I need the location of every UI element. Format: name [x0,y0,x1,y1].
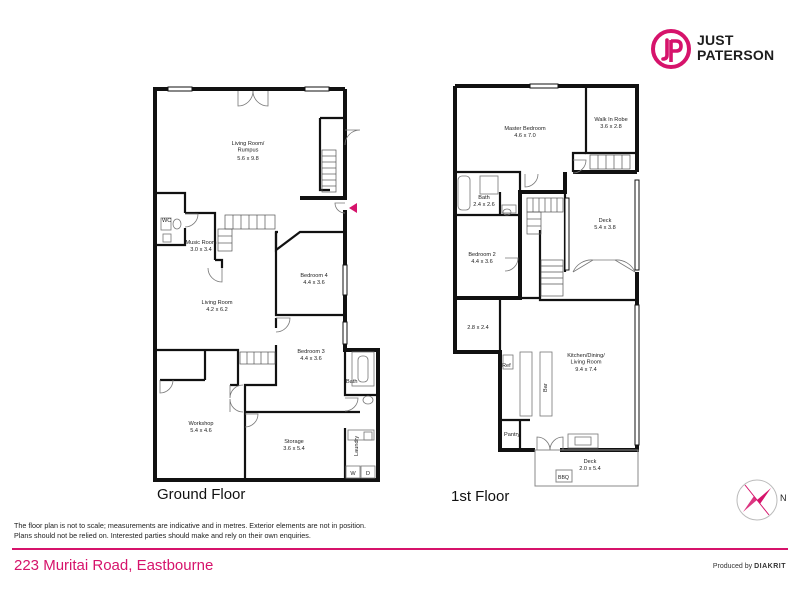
disclaimer-line2: Plans should not be relied on. Intereste… [14,531,311,540]
room-name-f8: Bar [543,383,549,392]
first-floor-title: 1st Floor [451,488,510,505]
brand-name: JUST PATERSON [697,33,774,63]
room-name-f9: Pantry [504,432,520,438]
compass-cross-icon [744,484,770,516]
disclaimer: The floor plan is not to scale; measurem… [14,521,434,541]
room-dims-f4: 4.4 x 3.6 [471,259,492,265]
room-dims-7: 5.4 x 4.6 [190,428,211,434]
footer-divider [12,548,788,550]
room-name-f0: Master Bedroom [504,126,546,132]
property-address: 223 Muritai Road, Eastbourne [14,557,214,574]
room-name-7: Workshop [188,421,213,427]
room-name-4: Living Room [201,300,232,306]
ground-floor-plan [153,86,380,482]
room-dims-4: 4.2 x 6.2 [206,307,227,313]
room-name-f3: Deck [599,218,612,224]
first-stairs [526,154,631,297]
brand-logo-icon [651,29,691,69]
compass-needle-icon [757,488,771,504]
room-name-line: Living Room [570,360,601,366]
ground-floor-title: Ground Floor [157,486,246,503]
brand-line1: JUST [697,32,734,48]
ground-stairs [217,149,337,365]
room-name-f1: Walk In Robe [594,117,627,123]
room-dims-f2: 2.4 x 2.6 [473,202,494,208]
ground-windows [167,86,348,345]
room-name-f6: Kitchen/Dining/Living Room [567,353,605,366]
room-name-line: Rumpus [238,148,259,154]
first-outer-wall [453,84,639,452]
first-interior-walls [453,86,637,450]
disclaimer-line1: The floor plan is not to scale; measurem… [14,521,366,530]
first-lower-deck [534,449,639,487]
room-name-1: WC [162,218,171,224]
ground-outer-wall [300,89,347,200]
room-name-f2: Bath [478,195,490,201]
first-fixtures [457,175,599,449]
room-dims-f3: 5.4 x 3.8 [594,225,615,231]
ground-interior-walls [155,116,378,480]
room-name-f10: Deck [584,459,597,465]
entry-arrow-icon [349,203,357,213]
room-name-f6-line: Kitchen/Dining/Living Room [567,353,605,366]
room-dims-f0: 4.6 x 7.0 [514,133,535,139]
compass-north-label: N [780,493,787,503]
room-name-f11: BBQ [558,475,569,481]
room-dims-f10: 2.0 x 5.4 [579,466,600,472]
room-dims-0: 5.6 x 9.8 [237,156,258,162]
room-dims-5: 4.4 x 3.6 [300,356,321,362]
room-name-2: Music Room [185,240,216,246]
room-name-line: Kitchen/Dining/ [567,353,605,359]
compass-needle-tail-icon [743,496,757,512]
first-doors [504,159,636,451]
room-dims-8: 3.6 x 5.4 [283,446,304,452]
room-name-8: Storage [284,439,304,445]
ground-doors [159,90,361,428]
room-dims-f5: 2.8 x 2.4 [467,325,488,331]
ground-outer-wall-east [153,87,380,482]
room-dims-3: 4.4 x 3.6 [303,280,324,286]
room-name-5: Bedroom 3 [297,349,324,355]
compass: N [736,479,787,521]
room-name-line: Living Room/ [232,141,265,147]
room-labels: Living Room/Rumpus 5.6 x 9.8 WC Music Ro… [162,117,628,481]
ground-fixtures [160,217,376,479]
room-dims-f6: 9.4 x 7.4 [575,367,596,373]
room-name-9: Laundry [354,436,360,456]
producer-credit: Produced by DIAKRIT [713,563,786,570]
first-windows [529,83,640,446]
room-dims-f1: 3.6 x 2.8 [600,124,621,130]
room-name-3: Bedroom 4 [300,273,327,279]
producer-prefix: Produced by [712,563,753,570]
room-name-f4: Bedroom 2 [468,252,495,258]
first-floor-plan [453,83,640,487]
brand-line2: PATERSON [697,47,775,63]
compass-ring [736,479,778,521]
room-name-11: D [366,471,370,477]
room-name-0: Living Room/Rumpus [232,141,265,154]
brand-logo: JUST PATERSON [650,28,790,73]
producer-name: DIAKRIT [754,563,786,570]
room-name-6: Bath [346,379,358,385]
room-name-f7: Ref [502,363,511,369]
room-dims-2: 3.0 x 3.4 [190,247,211,253]
room-name-10: W [350,471,356,477]
